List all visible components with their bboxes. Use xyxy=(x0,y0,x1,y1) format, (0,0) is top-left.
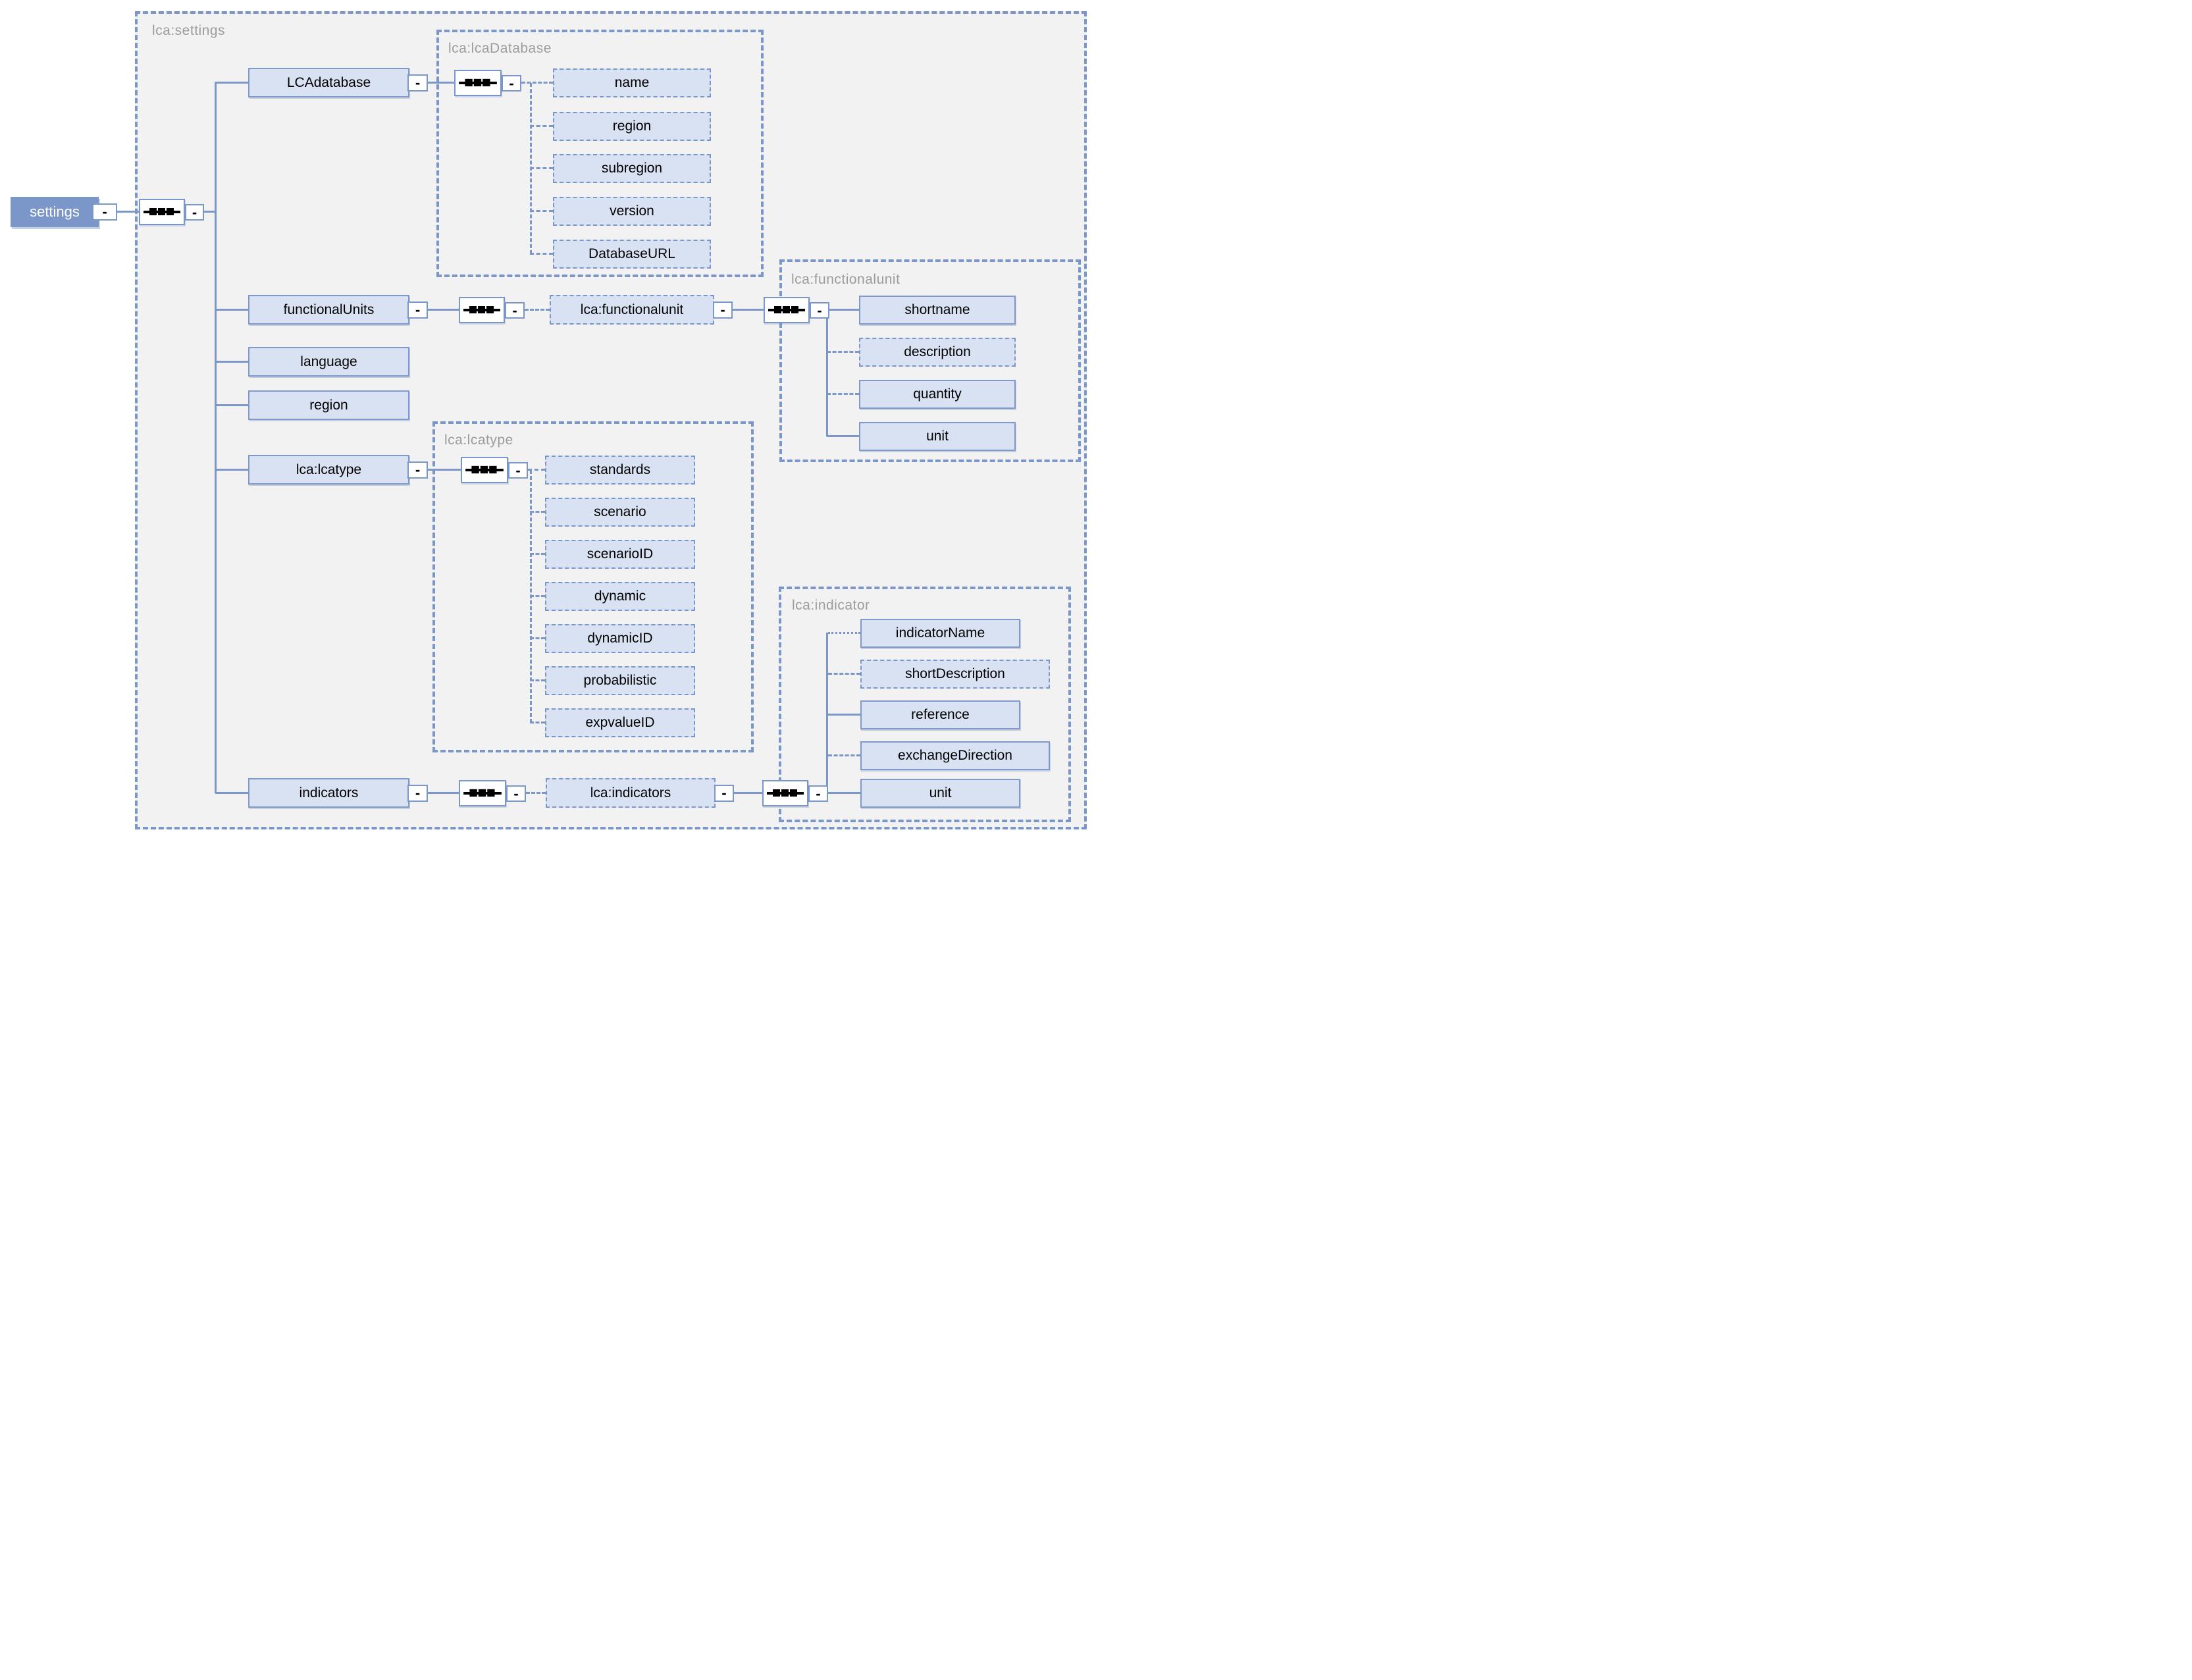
sequence-icon[interactable] xyxy=(454,70,502,96)
collapse-lcatype-button[interactable]: - xyxy=(407,461,428,479)
sequence-icon[interactable] xyxy=(762,780,808,806)
sequence-icon[interactable] xyxy=(139,199,185,225)
connector-line xyxy=(829,309,859,311)
node-subregion[interactable]: subregion xyxy=(553,154,711,183)
node-fu-unit[interactable]: unit xyxy=(859,422,1016,451)
sequence-icon[interactable] xyxy=(461,457,508,483)
collapse-sequence-button[interactable]: - xyxy=(502,75,521,92)
container-label-lca-indicator: lca:indicator xyxy=(792,598,870,613)
connector-line-dashed xyxy=(530,637,545,639)
connector-line-dashed xyxy=(530,125,553,127)
node-description[interactable]: description xyxy=(859,338,1016,367)
collapse-functionalunits-button[interactable]: - xyxy=(407,302,428,319)
collapse-sequence-button[interactable]: - xyxy=(505,302,525,319)
connector-line xyxy=(215,82,248,84)
node-lca-indicators-ref[interactable]: lca:indicators xyxy=(546,778,716,808)
node-indicators[interactable]: indicators xyxy=(248,778,409,808)
collapse-sequence-button[interactable]: - xyxy=(508,462,528,479)
container-label-lca-lcadatabase: lca:lcaDatabase xyxy=(448,41,552,56)
connector-line xyxy=(734,792,764,794)
connector-line xyxy=(215,469,248,471)
node-region[interactable]: region xyxy=(248,390,409,420)
node-version[interactable]: version xyxy=(553,197,711,226)
connector-line-dashed xyxy=(530,553,545,555)
connector-line xyxy=(215,361,248,363)
connector-line-dashed xyxy=(528,469,545,471)
connector-line xyxy=(215,309,248,311)
collapse-sequence-button[interactable]: - xyxy=(808,785,828,802)
connector-line xyxy=(733,309,764,311)
node-language[interactable]: language xyxy=(248,347,409,377)
collapse-sequence-button[interactable]: - xyxy=(185,204,204,221)
node-reference[interactable]: reference xyxy=(860,700,1020,729)
sequence-icon[interactable] xyxy=(764,297,810,323)
connector-trunk xyxy=(826,633,828,793)
container-label-lca-settings: lca:settings xyxy=(152,23,226,38)
node-shortdescription[interactable]: shortDescription xyxy=(860,660,1050,689)
collapse-lcadatabase-button[interactable]: - xyxy=(407,74,428,92)
node-expvalueid[interactable]: expvalueID xyxy=(545,708,695,737)
connector-line xyxy=(428,469,461,471)
node-exchangedirection[interactable]: exchangeDirection xyxy=(860,741,1050,770)
connector-line-dashed xyxy=(530,511,545,513)
connector-line xyxy=(428,792,459,794)
connector-line xyxy=(204,211,217,213)
connector-line xyxy=(428,82,454,84)
connector-trunk xyxy=(826,309,828,436)
node-shortname[interactable]: shortname xyxy=(859,296,1016,325)
node-name[interactable]: name xyxy=(553,68,711,97)
node-lca-lcatype[interactable]: lca:lcatype xyxy=(248,455,409,485)
connector-line xyxy=(428,309,459,311)
connector-line-dashed xyxy=(828,673,860,675)
container-label-lca-lcatype: lca:lcatype xyxy=(444,433,513,448)
connector-line xyxy=(828,714,860,716)
connector-line xyxy=(215,792,248,794)
connector-line-dashed xyxy=(530,167,553,169)
sequence-icon[interactable] xyxy=(459,780,506,806)
collapse-indicators-ref-button[interactable]: - xyxy=(714,785,734,802)
connector-trunk xyxy=(215,82,217,793)
node-dynamicid[interactable]: dynamicID xyxy=(545,624,695,653)
connector-line-dashed xyxy=(530,253,553,255)
node-quantity[interactable]: quantity xyxy=(859,380,1016,409)
xsd-schema-diagram: lca:settings lca:lcaDatabase lca:functio… xyxy=(0,0,1096,840)
connector-line xyxy=(215,404,248,406)
node-functionalunits[interactable]: functionalUnits xyxy=(248,295,409,325)
connector-line-dashed xyxy=(521,82,553,84)
connector-line-dashed xyxy=(530,595,545,597)
collapse-sequence-button[interactable]: - xyxy=(810,302,829,319)
connector-line-dashed xyxy=(530,722,545,723)
connector-line-dashed xyxy=(827,351,859,353)
node-settings[interactable]: settings xyxy=(11,197,99,227)
connector-line-dashed xyxy=(525,309,550,311)
collapse-sequence-button[interactable]: - xyxy=(506,785,526,802)
collapse-indicators-button[interactable]: - xyxy=(407,785,428,802)
connector-line-dashed xyxy=(526,792,546,794)
connector-line-dashed xyxy=(530,679,545,681)
node-dynamic[interactable]: dynamic xyxy=(545,582,695,611)
connector-line xyxy=(827,435,859,437)
connector-line-dashed xyxy=(828,754,860,756)
node-databaseurl[interactable]: DatabaseURL xyxy=(553,240,711,269)
connector-line-dashed xyxy=(530,210,553,212)
node-lcadatabase[interactable]: LCAdatabase xyxy=(248,68,409,97)
container-label-lca-functionalunit: lca:functionalunit xyxy=(791,272,900,287)
sequence-icon[interactable] xyxy=(459,297,505,323)
node-indicatorname[interactable]: indicatorName xyxy=(860,619,1020,648)
node-lca-functionalunit-ref[interactable]: lca:functionalunit xyxy=(550,295,714,325)
node-db-region[interactable]: region xyxy=(553,112,711,141)
collapse-settings-button[interactable]: - xyxy=(92,203,117,221)
collapse-functionalunit-ref-button[interactable]: - xyxy=(713,302,733,319)
node-probabilistic[interactable]: probabilistic xyxy=(545,666,695,695)
connector-line xyxy=(828,792,860,794)
node-standards[interactable]: standards xyxy=(545,456,695,485)
connector-line-dotted xyxy=(828,632,860,634)
node-scenario[interactable]: scenario xyxy=(545,498,695,527)
connector-line-dashed xyxy=(827,393,859,395)
connector-line xyxy=(117,211,139,213)
node-ind-unit[interactable]: unit xyxy=(860,779,1020,808)
node-scenarioid[interactable]: scenarioID xyxy=(545,540,695,569)
